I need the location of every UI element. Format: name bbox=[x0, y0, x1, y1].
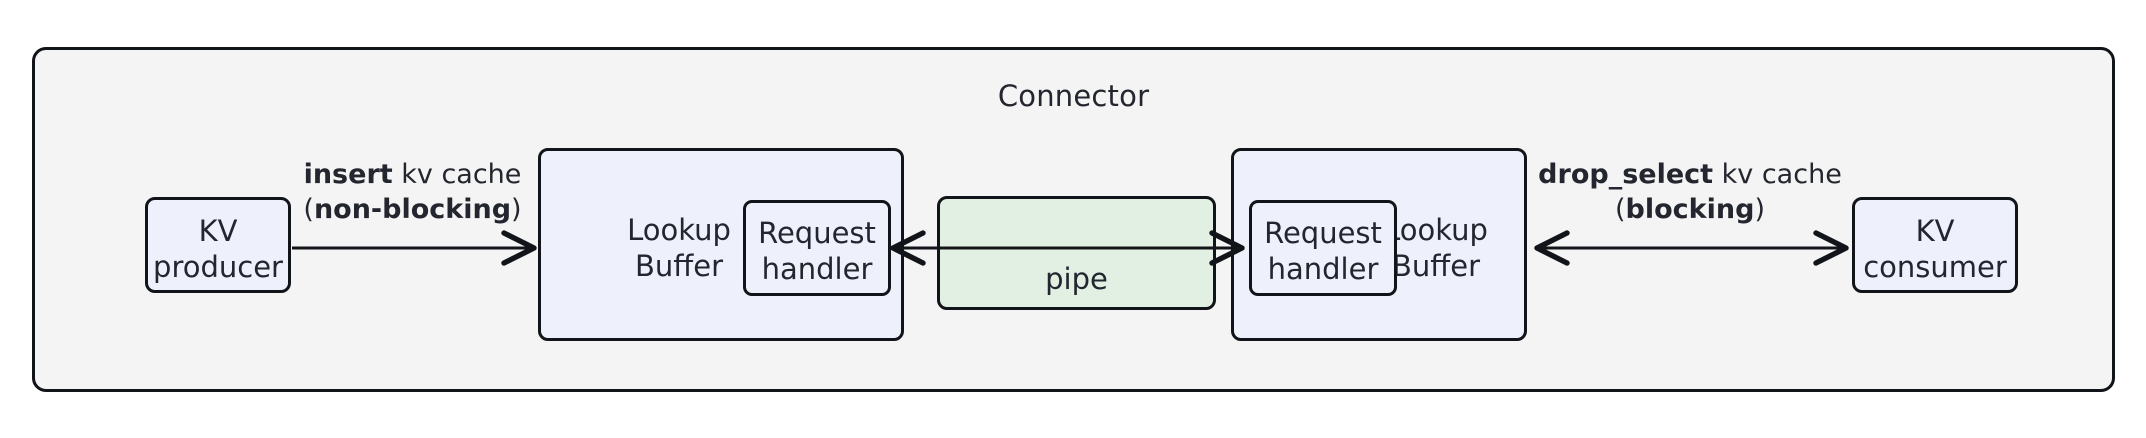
request-handler-left-label: Request handler bbox=[758, 216, 876, 287]
edge-label-insert: insert kv cache (non-blocking) bbox=[290, 157, 535, 227]
lookup-buffer-right-node: Lookup Buffer Request handler bbox=[1231, 148, 1527, 341]
lookup-buffer-right-label: Lookup Buffer bbox=[1384, 213, 1488, 284]
edge-label-drop-line1: drop_select kv cache bbox=[1527, 157, 1853, 192]
insert-mode-text: non-blocking bbox=[313, 194, 512, 226]
connector-title: Connector bbox=[997, 79, 1150, 113]
kv-producer-label: KV producer bbox=[153, 214, 283, 285]
kv-producer-node: KV producer bbox=[145, 197, 291, 293]
edge-label-insert-line1: insert kv cache bbox=[290, 157, 535, 192]
lookup-buffer-left-node: Lookup Buffer Request handler bbox=[538, 148, 904, 341]
insert-op-text: insert bbox=[303, 159, 393, 190]
insert-rest-text: kv cache bbox=[392, 159, 522, 190]
request-handler-right-label: Request handler bbox=[1264, 216, 1382, 287]
insert-paren-close: ) bbox=[511, 194, 522, 226]
drop-select-paren-open: ( bbox=[1615, 194, 1626, 226]
kv-consumer-node: KV consumer bbox=[1852, 197, 2018, 293]
drop-select-paren-close: ) bbox=[1754, 194, 1765, 226]
edge-label-insert-line2: (non-blocking) bbox=[290, 192, 535, 227]
request-handler-left-node: Request handler bbox=[743, 200, 891, 296]
edge-label-drop-select: drop_select kv cache (blocking) bbox=[1527, 157, 1853, 227]
pipe-node: pipe bbox=[937, 196, 1216, 310]
lookup-buffer-left-label: Lookup Buffer bbox=[627, 213, 731, 284]
drop-select-rest-text: kv cache bbox=[1713, 159, 1842, 190]
request-handler-right-node: Request handler bbox=[1249, 200, 1397, 296]
drop-select-op-text: drop_select bbox=[1538, 159, 1714, 190]
edge-label-drop-line2: (blocking) bbox=[1527, 192, 1853, 227]
insert-paren-open: ( bbox=[303, 194, 314, 226]
pipe-label: pipe bbox=[1045, 262, 1108, 296]
kv-consumer-label: KV consumer bbox=[1863, 214, 2007, 285]
drop-select-mode-text: blocking bbox=[1625, 194, 1755, 226]
